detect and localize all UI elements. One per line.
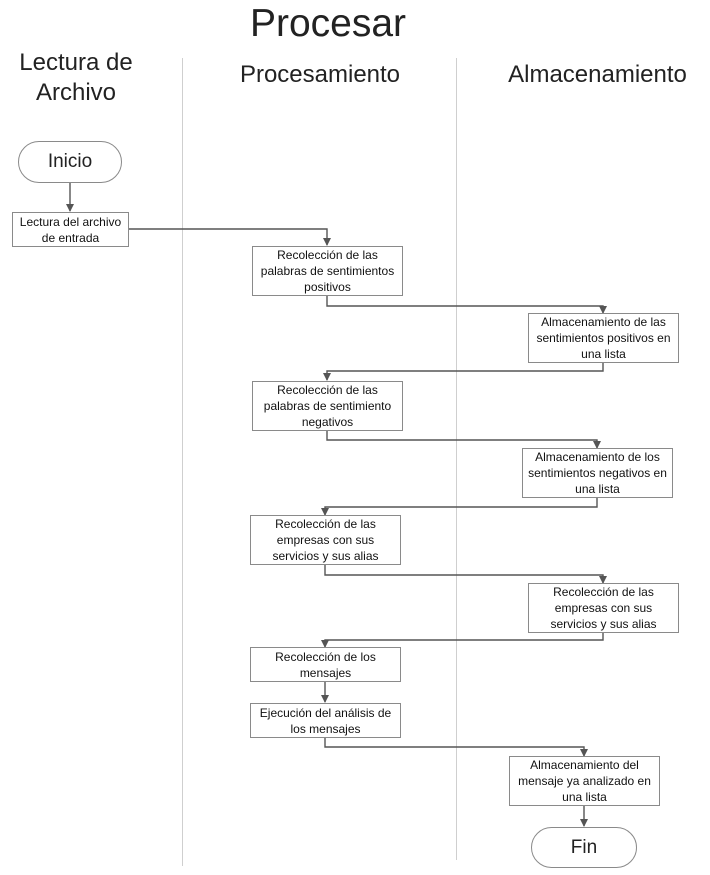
end-node: Fin (531, 827, 637, 868)
arrow-recemp-almemp (324, 565, 607, 584)
lane-title-lectura: Lectura de Archivo (19, 49, 133, 106)
lane-divider-2 (456, 58, 457, 860)
arrow-almemp-recmsg (321, 633, 604, 648)
process-ejecucion-analisis: Ejecución del análisis de los mensajes (250, 703, 401, 738)
process-recoleccion-positivos: Recolección de las palabras de sentimien… (252, 246, 403, 296)
process-almacenamiento-negativos: Almacenamiento de los sentimientos negat… (522, 448, 673, 498)
process-almacenamiento-empresas: Recolección de las empresas con sus serv… (528, 583, 679, 633)
arrow-lectura-recpos (129, 228, 331, 246)
process-almacenamiento-positivos: Almacenamiento de las sentimientos posit… (528, 313, 679, 363)
process-recoleccion-mensajes: Recolección de los mensajes (250, 647, 401, 682)
arrow-recneg-almneg (326, 430, 601, 449)
process-recoleccion-empresas: Recolección de las empresas con sus serv… (250, 515, 401, 565)
process-almacenamiento-mensaje: Almacenamiento del mensaje ya analizado … (509, 756, 660, 806)
lane-title-procesamiento: Procesamiento (239, 61, 401, 88)
arrow-ejec-almmsg (324, 738, 588, 757)
process-recoleccion-negativos: Recolección de las palabras de sentimien… (252, 381, 403, 431)
arrow-almneg-recemp (321, 498, 598, 516)
lane-divider-1 (182, 58, 183, 866)
arrow-almpos-recneg (323, 363, 604, 381)
arrow-recpos-almpos (326, 296, 607, 314)
process-lectura-archivo: Lectura del archivo de entrada (12, 212, 129, 247)
start-node: Inicio (18, 141, 122, 183)
diagram-title: Procesar (249, 2, 407, 45)
lane-title-almacenamiento: Almacenamiento (508, 61, 687, 88)
